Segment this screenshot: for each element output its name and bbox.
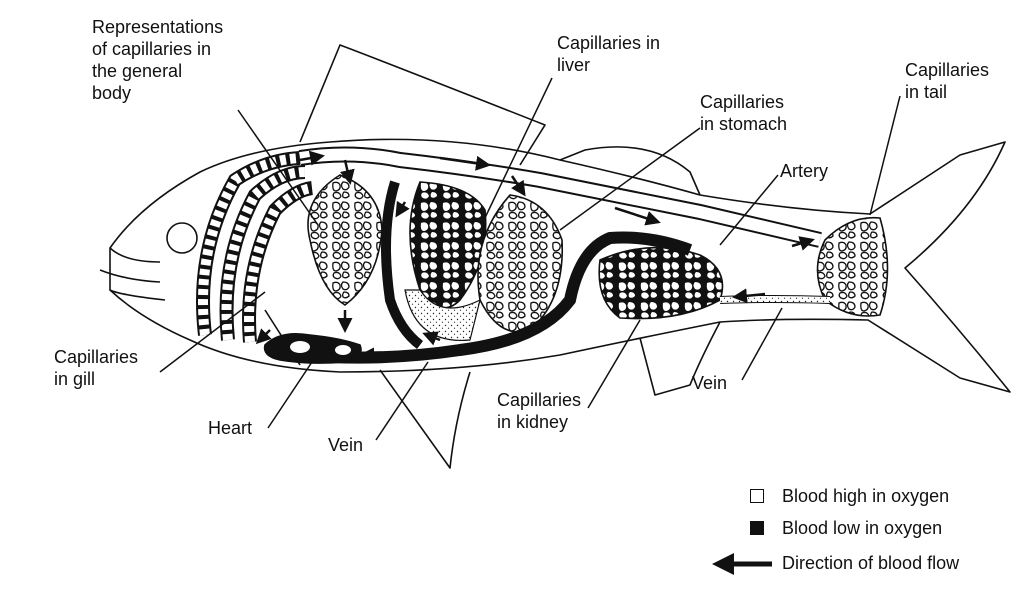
label-stomach: Capillaries in stomach [700,92,788,134]
leader-lines [159,77,901,441]
legend-label-direction: Direction of blood flow [782,553,960,573]
fish-anal-fin [639,321,721,396]
gill-capillaries [196,151,314,343]
label-vein-lower: Vein [328,435,364,455]
stomach-capillaries [477,194,564,333]
fish-pelvic-fin [379,369,471,469]
vein-vessel [299,231,693,364]
fish-dorsal-fin-rear [559,146,701,196]
label-tail: Capillaries in tail [905,60,990,102]
flow-arrows [255,150,815,363]
legend-swatch-low-oxygen [750,521,764,535]
legend-label-high-oxygen: Blood high in oxygen [782,486,950,506]
label-vein-right: Vein [692,373,728,393]
label-artery: Artery [780,161,829,181]
kidney-capillaries [598,246,724,320]
body-capillaries [307,174,383,306]
tail-capillaries [816,216,889,317]
liver-capillaries [409,181,487,309]
fish-dorsal-fin-front [299,44,546,166]
label-kidney: Capillaries in kidney [497,390,582,432]
fish-outline [99,44,1011,469]
label-heart: Heart [208,418,253,438]
fish-mouth [99,247,166,301]
label-general-body: Representations of capillaries in the ge… [92,17,224,103]
legend-direction-arrow-icon [712,553,772,575]
heart-organ [263,332,362,364]
fish-body-outline [109,138,1011,393]
legend-swatch-high-oxygen [750,489,764,503]
label-gill: Capillaries in gill [54,347,139,389]
label-liver: Capillaries in liver [557,33,661,75]
legend-label-low-oxygen: Blood low in oxygen [782,518,943,538]
fish-eye [166,222,198,254]
